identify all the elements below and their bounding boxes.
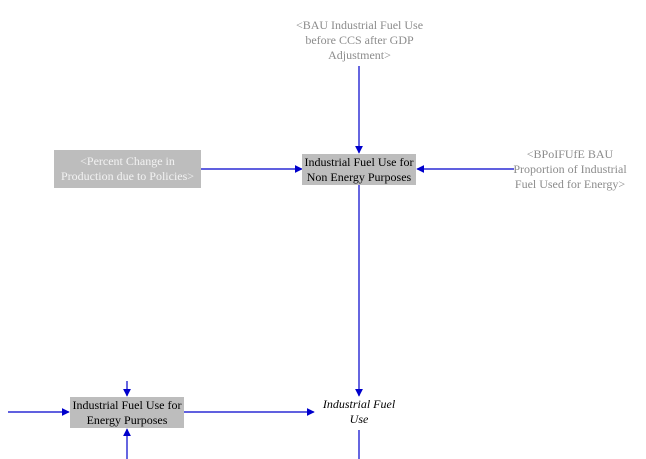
node-nonenergy-label: Industrial Fuel Use for Non Energy Purpo… bbox=[304, 154, 414, 184]
node-bpoifufe-input: <BPoIFUfE BAU Proportion of Industrial F… bbox=[513, 147, 627, 191]
node-percent-change-label: <Percent Change in Production due to Pol… bbox=[60, 154, 195, 183]
node-energy-label: Industrial Fuel Use for Energy Purposes bbox=[72, 397, 182, 427]
node-industrial-fuel-energy: Industrial Fuel Use for Energy Purposes bbox=[70, 397, 184, 428]
node-industrial-fuel-use-total: Industrial Fuel Use bbox=[322, 397, 396, 426]
node-percent-change-production: <Percent Change in Production due to Pol… bbox=[54, 150, 201, 188]
node-bau-fuel-use-input: <BAU Industrial Fuel Use before CCS afte… bbox=[295, 18, 424, 62]
node-industrial-fuel-nonenergy: Industrial Fuel Use for Non Energy Purpo… bbox=[302, 154, 416, 185]
